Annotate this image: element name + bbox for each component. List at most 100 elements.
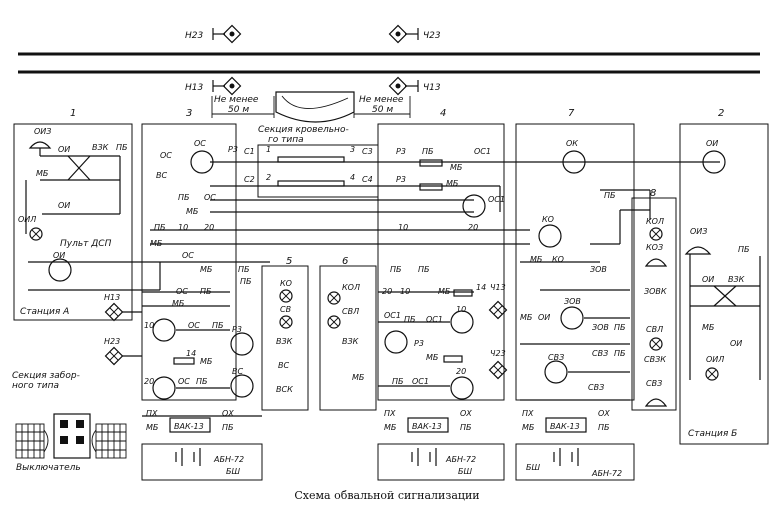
svg-text:СВЛ: СВЛ bbox=[342, 307, 359, 316]
distance-markers: Не менее 50 м Не менее 50 м bbox=[211, 95, 411, 118]
svg-text:ОИ: ОИ bbox=[538, 313, 550, 322]
svg-text:ОС: ОС bbox=[188, 321, 200, 330]
signal-n13: Н13 bbox=[185, 76, 242, 96]
svg-text:Ч13: Ч13 bbox=[423, 83, 441, 93]
svg-text:10: 10 bbox=[178, 223, 188, 232]
railway-track bbox=[18, 52, 760, 74]
svg-text:МБ: МБ bbox=[702, 323, 715, 332]
panel-4: ПБ Р3 Р3 ОС1 МБ МБ ОС1 10 20 ПБ ПБ 20 10… bbox=[378, 147, 505, 400]
svg-text:1: 1 bbox=[70, 108, 76, 119]
panel-5: ПБ КО СВ ВЗК ВС ВСК bbox=[240, 277, 293, 394]
svg-text:ОИ: ОИ bbox=[706, 139, 718, 148]
svg-text:Н13: Н13 bbox=[104, 293, 120, 302]
signal-n23-left: Н23 bbox=[104, 337, 142, 366]
signal-ch13-right: Ч13 bbox=[488, 283, 508, 320]
svg-text:ПБ: ПБ bbox=[240, 277, 252, 286]
svg-text:Ч23: Ч23 bbox=[490, 349, 506, 358]
svg-text:20: 20 bbox=[456, 367, 466, 376]
svg-text:ПБ: ПБ bbox=[614, 323, 626, 332]
signal-ch23-top: Ч23 bbox=[388, 24, 441, 44]
power-unit-4: ПХ МБ ВАК-13 ОХ ПБ АБН-72 БШ bbox=[384, 409, 476, 476]
svg-text:МБ: МБ bbox=[522, 423, 535, 432]
svg-text:6: 6 bbox=[342, 256, 348, 267]
svg-text:ПБ: ПБ bbox=[222, 423, 234, 432]
svg-text:ПБ: ПБ bbox=[116, 143, 128, 152]
svg-text:ОС1: ОС1 bbox=[426, 315, 443, 324]
svg-text:СВЗ: СВЗ bbox=[646, 379, 662, 388]
svg-text:ПБ: ПБ bbox=[604, 191, 616, 200]
svg-text:СВЗ: СВЗ bbox=[588, 383, 604, 392]
svg-text:ного типа: ного типа bbox=[12, 381, 59, 391]
svg-text:БШ: БШ bbox=[458, 467, 472, 476]
svg-text:4: 4 bbox=[440, 108, 446, 119]
diagram-caption: Схема обвальной сигнализации bbox=[294, 489, 480, 502]
power-unit-7: ПХ МБ ВАК-13 ОХ ПБ БШ АБН-72 bbox=[522, 409, 622, 478]
svg-text:АБН-72: АБН-72 bbox=[591, 469, 622, 478]
svg-text:4: 4 bbox=[350, 173, 355, 182]
svg-text:ВС: ВС bbox=[232, 367, 243, 376]
svg-text:МБ: МБ bbox=[520, 313, 533, 322]
svg-text:ВЗК: ВЗК bbox=[342, 337, 359, 346]
signal-n13-left: Н13 bbox=[104, 293, 142, 322]
svg-text:Р3: Р3 bbox=[228, 145, 238, 154]
svg-text:МБ: МБ bbox=[146, 423, 159, 432]
svg-text:ПБ: ПБ bbox=[196, 377, 208, 386]
svg-text:ВЗК: ВЗК bbox=[728, 275, 745, 284]
svg-text:С3: С3 bbox=[362, 147, 373, 156]
svg-text:8: 8 bbox=[650, 188, 656, 199]
svg-text:ПБ: ПБ bbox=[738, 245, 750, 254]
svg-text:ВСК: ВСК bbox=[276, 385, 293, 394]
svg-text:Станция Б: Станция Б bbox=[688, 429, 737, 439]
svg-text:ОХ: ОХ bbox=[460, 409, 472, 418]
svg-text:КО: КО bbox=[552, 255, 564, 264]
svg-text:10: 10 bbox=[144, 321, 154, 330]
svg-text:14: 14 bbox=[186, 349, 196, 358]
svg-text:МБ: МБ bbox=[426, 353, 439, 362]
svg-text:ПБ: ПБ bbox=[404, 315, 416, 324]
svg-text:20: 20 bbox=[204, 223, 214, 232]
svg-text:МБ: МБ bbox=[172, 299, 185, 308]
svg-text:Н13: Н13 bbox=[185, 83, 203, 93]
svg-text:ВАК-13: ВАК-13 bbox=[174, 422, 204, 431]
svg-text:МБ: МБ bbox=[352, 373, 365, 382]
svg-text:ВЗК: ВЗК bbox=[92, 143, 109, 152]
svg-text:ОХ: ОХ bbox=[222, 409, 234, 418]
svg-text:ОС: ОС bbox=[194, 139, 206, 148]
svg-text:С1: С1 bbox=[244, 147, 255, 156]
svg-text:ПБ: ПБ bbox=[212, 321, 224, 330]
svg-text:Р3: Р3 bbox=[396, 175, 406, 184]
svg-text:ПБ: ПБ bbox=[392, 377, 404, 386]
power-unit-3: ПХ МБ ВАК-13 ОХ ПБ АБН-72 БШ bbox=[146, 409, 244, 476]
svg-text:ОИЛ: ОИЛ bbox=[18, 215, 36, 224]
svg-text:ВАК-13: ВАК-13 bbox=[550, 422, 580, 431]
svg-text:Ч23: Ч23 bbox=[423, 31, 441, 41]
panel-numbers: 1 3 4 7 2 5 6 8 bbox=[70, 108, 724, 267]
svg-text:АБН-72: АБН-72 bbox=[213, 455, 244, 464]
svg-text:ОИЗ: ОИЗ bbox=[690, 227, 707, 236]
svg-text:ПБ: ПБ bbox=[614, 349, 626, 358]
svg-text:СВЗ: СВЗ bbox=[548, 353, 564, 362]
svg-text:МБ: МБ bbox=[186, 207, 199, 216]
svg-text:го типа: го типа bbox=[268, 135, 304, 145]
svg-text:2: 2 bbox=[718, 108, 724, 119]
svg-text:Н23: Н23 bbox=[185, 31, 203, 41]
svg-text:Станция А: Станция А bbox=[20, 307, 69, 317]
svg-text:Р3: Р3 bbox=[414, 339, 424, 348]
svg-text:ПБ: ПБ bbox=[390, 265, 402, 274]
svg-text:ПБ: ПБ bbox=[154, 223, 166, 232]
svg-text:ОИ: ОИ bbox=[702, 275, 714, 284]
svg-text:Секция кровельно-: Секция кровельно- bbox=[258, 125, 349, 135]
svg-text:СВЗ: СВЗ bbox=[592, 349, 608, 358]
svg-text:МБ: МБ bbox=[530, 255, 543, 264]
signal-n23-top: Н23 bbox=[185, 24, 242, 44]
svg-text:ОИ: ОИ bbox=[58, 201, 70, 210]
bell-oiz bbox=[28, 141, 52, 149]
svg-text:ВЗК: ВЗК bbox=[276, 337, 293, 346]
svg-text:ПБ: ПБ bbox=[598, 423, 610, 432]
svg-text:Р3: Р3 bbox=[232, 325, 242, 334]
svg-text:ОС: ОС bbox=[178, 377, 190, 386]
svg-text:ОС: ОС bbox=[160, 151, 172, 160]
panel-2-station-b: ОИ ОИЗ ПБ ОИ ВЗК МБ ОИ ОИЛ Станция Б bbox=[684, 139, 761, 439]
svg-text:ОС1: ОС1 bbox=[488, 195, 505, 204]
